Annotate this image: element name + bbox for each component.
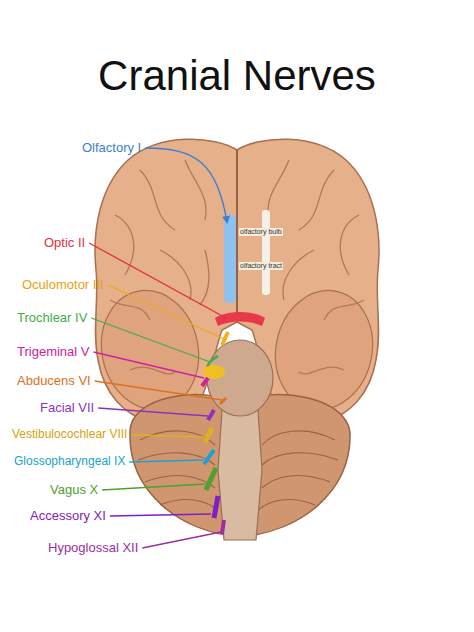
leader-line — [93, 352, 204, 378]
medulla — [218, 410, 262, 540]
leader-line — [145, 148, 227, 222]
part-label: olfactory bulb — [239, 228, 283, 236]
part-label: olfactory tract — [239, 262, 283, 270]
nerve-label: Optic II — [44, 236, 85, 251]
nerve-label: Vagus X — [50, 483, 98, 498]
leader-line — [89, 243, 226, 318]
leader-line — [131, 435, 204, 437]
leader-line — [110, 514, 211, 516]
nerve-label: Accessory XI — [30, 509, 106, 524]
nerve-label: Trochlear IV — [17, 311, 87, 326]
nerve-label: Olfactory I — [82, 141, 141, 156]
nerve-label: Oculomotor III — [22, 278, 104, 293]
nerve-label: Vestibulocochlear VIII — [12, 428, 127, 442]
leader-line — [129, 460, 203, 462]
nerve-label: Abducens VI — [17, 374, 91, 389]
leader-line — [102, 484, 205, 490]
nerve-label: Trigeminal V — [17, 345, 89, 360]
nerve-label: Glossopharyngeal IX — [14, 455, 125, 469]
leader-line — [98, 408, 208, 416]
nerve-label: Facial VII — [40, 401, 94, 416]
olfactory-tract-left — [224, 215, 236, 303]
title: Cranial Nerves — [0, 52, 474, 100]
leader-line — [108, 285, 226, 340]
olfactory-tract-right — [262, 210, 270, 295]
nerve-roots — [202, 332, 228, 534]
leader-line — [142, 532, 221, 548]
optic-chiasm — [215, 312, 265, 326]
leader-line — [95, 381, 222, 400]
nerve-label: Hypoglossal XII — [48, 541, 138, 556]
